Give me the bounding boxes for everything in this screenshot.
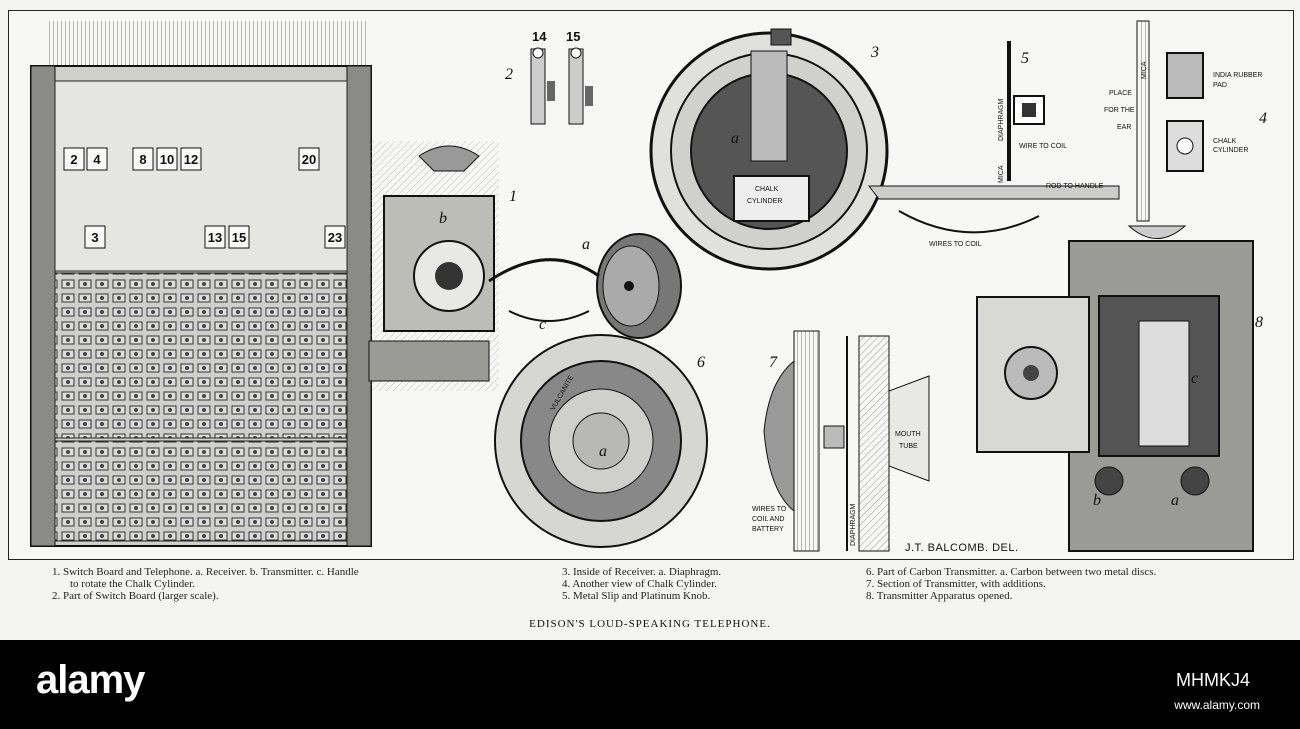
label-for-the: FOR THE (1104, 107, 1135, 114)
label-mica-fig4: MICA (1141, 61, 1148, 79)
fig1-letter-c: c (539, 316, 546, 333)
switchboard-tag (180, 147, 202, 171)
stock-footer-bar: alamy MHMKJ4 www.alamy.com (0, 640, 1300, 729)
artist-signature: J.T. BALCOMB. DEL. (905, 542, 1019, 554)
fig3-receiver-inside (649, 28, 1120, 271)
fig2-part-14: 14 (532, 29, 547, 44)
label-chalk-fig4: CHALK (1213, 138, 1237, 145)
alamy-logo: alamy (36, 658, 145, 702)
fig6-number: 6 (697, 354, 705, 371)
label-cylinder: CYLINDER (747, 198, 782, 205)
fig1-letter-b: b (439, 210, 447, 227)
label-place: PLACE (1109, 90, 1132, 97)
fig2-part-15: 15 (566, 29, 580, 44)
label-battery: BATTERY (752, 526, 784, 533)
fig6-carbon-transmitter (494, 334, 708, 548)
fig8-letter-c: c (1191, 370, 1198, 387)
switchboard-tag (86, 147, 108, 171)
label-diaphragm-fig7: DIAPHRAGM (850, 503, 857, 546)
label-cylinder-fig4: CYLINDER (1213, 147, 1248, 154)
fig2-number: 2 (505, 66, 513, 83)
fig5-metal-slip (1007, 41, 1045, 181)
caption-line: 4. Another view of Chalk Cylinder. (562, 578, 717, 590)
label-tube: TUBE (899, 443, 918, 450)
label-mouth: MOUTH (895, 431, 921, 438)
switchboard-tag-number: 8 (139, 152, 146, 167)
fig5-number: 5 (1021, 50, 1029, 67)
label-wires-to: WIRES TO (752, 506, 787, 513)
fig3-number: 3 (870, 44, 879, 61)
image-id: MHMKJ4 (1175, 670, 1250, 690)
label-coil-and: COIL AND (752, 516, 784, 523)
switchboard-top-tags: 2 4 8 10 12 20 (63, 147, 320, 171)
watermark-url: www.alamy.com (1174, 698, 1260, 712)
fig1-number: 1 (509, 188, 517, 205)
switchboard-tag (156, 147, 178, 171)
fig8-number: 8 (1255, 314, 1263, 331)
switchboard-tag-number: 3 (91, 230, 98, 245)
fig1-letter-a: a (582, 236, 590, 253)
switchboard-tag (298, 147, 320, 171)
caption-column-3: 6. Part of Carbon Transmitter. a. Carbon… (866, 566, 1156, 602)
fig4-chalk-cylinder (1136, 20, 1204, 222)
switchboard-tag (324, 225, 346, 249)
label-rod-to-handle: ROD TO HANDLE (1046, 183, 1104, 190)
fig8-letter-a: a (1171, 492, 1179, 509)
switchboard-tag (204, 225, 226, 249)
caption-column-2: 3. Inside of Receiver. a. Diaphragm. 4. … (562, 566, 721, 602)
label-pad: PAD (1213, 82, 1227, 89)
fig8-letter-b: b (1093, 492, 1101, 509)
label-mica-fig5: MICA (998, 165, 1005, 183)
caption-line: 1. Switch Board and Telephone. a. Receiv… (52, 566, 359, 578)
label-wire-to-coil: WIRE TO COIL (1019, 143, 1067, 150)
fig7-number: 7 (769, 354, 778, 371)
figure-captions: 1. Switch Board and Telephone. a. Receiv… (0, 566, 1300, 620)
switchboard-tag-number: 10 (160, 152, 174, 167)
fig3-letter-a: a (731, 130, 739, 147)
fig7-transmitter-section (763, 330, 930, 552)
label-wires-to-coil: WIRES TO COIL (929, 241, 982, 248)
label-ear: EAR (1117, 124, 1131, 131)
plate-title: EDISON'S LOUD-SPEAKING TELEPHONE. (529, 618, 771, 630)
caption-line: 3. Inside of Receiver. a. Diaphragm. (562, 566, 722, 578)
fig1-telephone (368, 145, 495, 382)
switchboard-tag-number: 12 (184, 152, 198, 167)
switchboard-tag-number: 20 (302, 152, 316, 167)
switchboard-tag (84, 225, 106, 249)
fig1-receiver-a (488, 233, 682, 339)
caption-column-1: 1. Switch Board and Telephone. a. Receiv… (52, 566, 359, 602)
switchboard-tag (228, 225, 250, 249)
switchboard-tag-number: 23 (328, 230, 342, 245)
switchboard-bottom-tags: 3 13 15 23 (84, 225, 346, 249)
caption-line: 5. Metal Slip and Platinum Knob. (562, 590, 711, 602)
fig8-transmitter-apparatus (976, 225, 1254, 552)
switchboard-tag (132, 147, 154, 171)
switchboard-tag-number: 13 (208, 230, 222, 245)
switchboard-tag-number: 4 (93, 152, 101, 167)
label-diaphragm-fig5: DIAPHRAGM (998, 98, 1005, 141)
caption-line: 8. Transmitter Apparatus opened. (866, 590, 1013, 602)
label-chalk: CHALK (755, 186, 779, 193)
fig6-letter-a: a (599, 443, 607, 460)
switchboard-tag-number: 15 (232, 230, 246, 245)
label-india-rubber: INDIA RUBBER (1213, 72, 1262, 79)
caption-line: 6. Part of Carbon Transmitter. a. Carbon… (866, 566, 1157, 578)
caption-line: 7. Section of Transmitter, with addition… (866, 578, 1046, 590)
switchboard-tag-number: 2 (70, 152, 77, 167)
caption-line: to rotate the Chalk Cylinder. (70, 578, 195, 590)
fig2-part-switchboard (530, 47, 593, 125)
switchboard-tag (63, 147, 85, 171)
caption-line: 2. Part of Switch Board (larger scale). (52, 590, 219, 602)
fig4-number: 4 (1259, 110, 1267, 127)
